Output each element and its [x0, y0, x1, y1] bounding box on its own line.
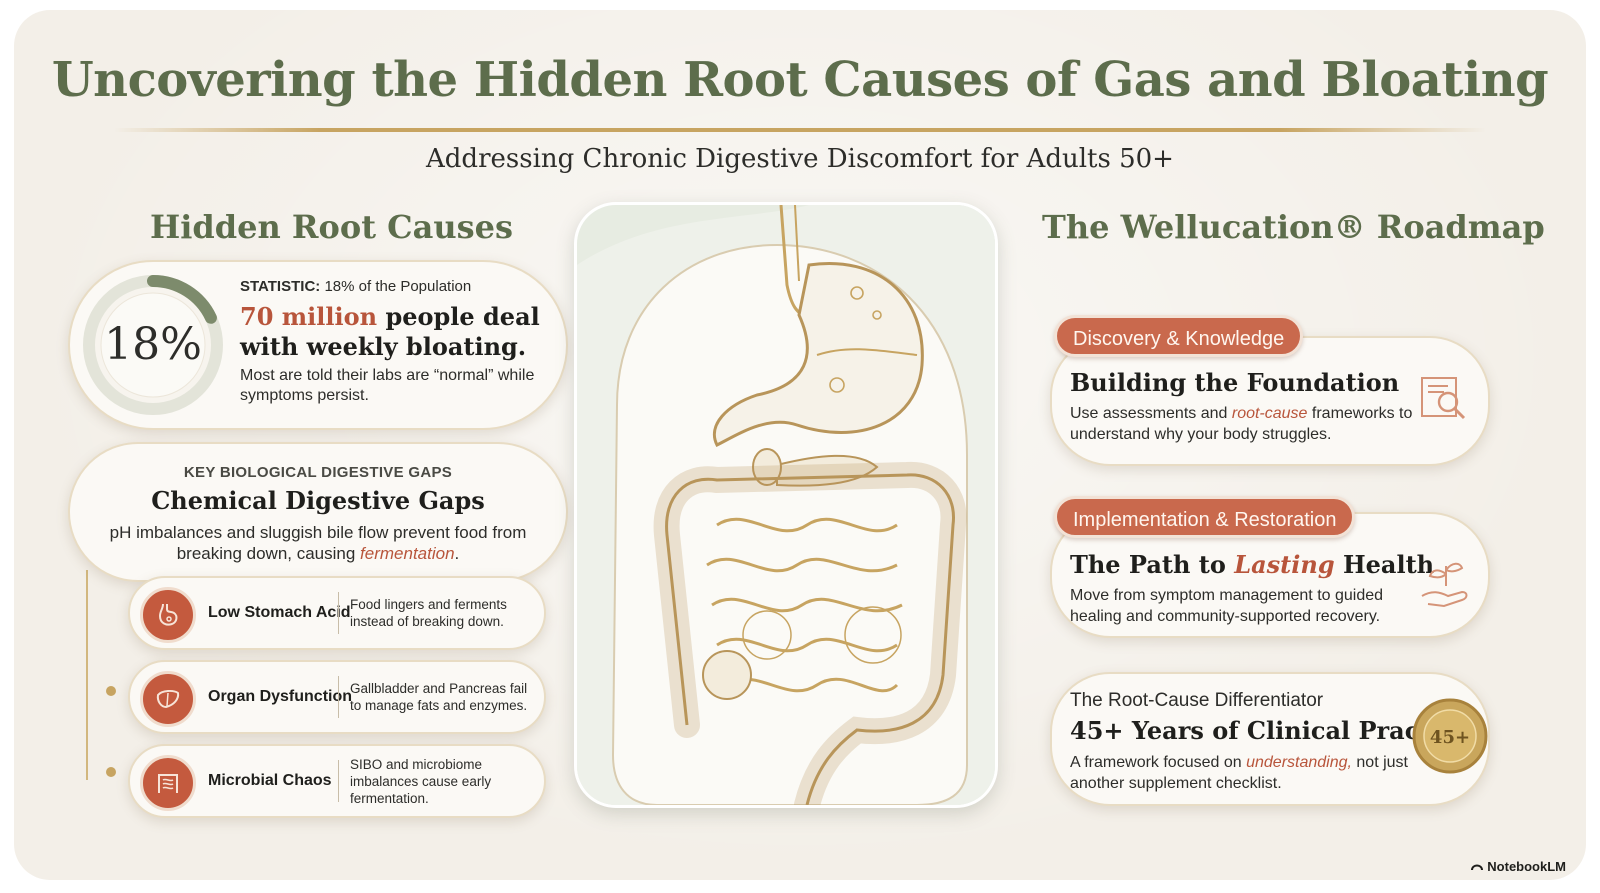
cause-name: Low Stomach Acid: [208, 604, 351, 621]
page-title: Uncovering the Hidden Root Causes of Gas…: [51, 52, 1549, 108]
chemical-gaps-card: [68, 442, 568, 582]
hidden-root-causes-heading: Hidden Root Causes: [150, 208, 513, 246]
step-tag-discovery: Discovery & Knowledge: [1054, 315, 1304, 357]
step-body-end: frameworks to understand why your body s…: [1070, 405, 1413, 443]
gaps-title: Chemical Digestive Gaps: [151, 486, 485, 515]
stat-body: Most are told their labs are “normal” wh…: [240, 367, 535, 404]
gold-seal-icon: 45+: [1412, 698, 1488, 774]
differentiator-body-start: A framework focused on: [1070, 754, 1247, 771]
stomach-icon: [140, 587, 196, 643]
step-title-emphasis: Lasting: [1234, 550, 1335, 579]
gaps-body-start: pH imbalances and sluggish bile flow pre…: [109, 523, 527, 563]
step-title-end: Health: [1334, 550, 1435, 579]
stat-label: STATISTIC: 18% of the Population: [240, 278, 471, 295]
step-title-start: The Path to: [1070, 550, 1235, 579]
stat-headline: 70 million people deal with weekly bloat…: [240, 302, 570, 362]
cause-description: SIBO and microbiome imbalances cause ear…: [350, 756, 492, 806]
cause-description: Food lingers and ferments instead of bre…: [350, 597, 507, 629]
step-title-discovery: Building the Foundation: [1070, 368, 1400, 397]
cause-name: Microbial Chaos: [208, 772, 332, 789]
seal-text: 45+: [1430, 727, 1470, 748]
stat-label-text: 18% of the Population: [324, 278, 472, 295]
differentiator-body-end: not just another supplement checklist.: [1070, 754, 1408, 792]
roadmap-heading: The Wellucation® Roadmap: [1042, 208, 1545, 246]
cause-card-organ-dysfunction: Organ Dysfunction Gallbladder and Pancre…: [128, 660, 546, 734]
notebooklm-brand: NotebookLM: [1471, 859, 1566, 874]
step-body-emphasis: root-cause: [1231, 405, 1308, 422]
step-body-discovery: Use assessments and root-cause framework…: [1070, 403, 1420, 445]
intestine-icon: [140, 755, 196, 811]
connector-dot: [106, 686, 116, 696]
progress-ring: [83, 275, 223, 415]
page-subtitle: Addressing Chronic Digestive Discomfort …: [426, 144, 1174, 174]
liver-icon: [140, 671, 196, 727]
stat-label-prefix: STATISTIC:: [240, 278, 321, 295]
gaps-body: pH imbalances and sluggish bile flow pre…: [98, 522, 538, 564]
step-body-implementation: Move from symptom management to guided h…: [1070, 587, 1384, 625]
gaps-body-emphasis: fermentation: [360, 544, 455, 563]
cause-divider: [338, 760, 339, 802]
infographic-canvas: Uncovering the Hidden Root Causes of Gas…: [14, 10, 1586, 880]
stat-percentage: 18%: [104, 319, 202, 370]
cause-name: Organ Dysfunction: [208, 688, 353, 705]
magnifier-document-icon: [1421, 377, 1466, 420]
digestive-system-illustration: [574, 202, 998, 808]
connector-line: [86, 570, 88, 780]
cause-description: Gallbladder and Pancreas fail to manage …: [350, 681, 528, 713]
notebooklm-logo-icon: [1471, 859, 1484, 874]
differentiator-title: 45+ Years of Clinical Practice: [1070, 716, 1470, 745]
statistic-card: 18%: [68, 260, 568, 430]
cause-card-microbial-chaos: Microbial Chaos SIBO and microbiome imba…: [128, 744, 546, 818]
cause-card-low-stomach-acid: Low Stomach Acid Food lingers and fermen…: [128, 576, 546, 650]
differentiator-body-emphasis: understanding,: [1246, 754, 1352, 771]
stat-headline-highlight: 70 million: [240, 302, 378, 331]
step-tag-implementation: Implementation & Restoration: [1054, 496, 1356, 538]
roadmap-step-discovery: [1050, 336, 1490, 466]
step-body-start: Use assessments and: [1070, 405, 1232, 422]
cause-divider: [338, 592, 339, 634]
hand-plant-icon: [1421, 562, 1468, 608]
brand-label: NotebookLM: [1487, 859, 1566, 874]
gaps-body-end: .: [454, 544, 460, 563]
differentiator-kicker: The Root-Cause Differentiator: [1070, 690, 1324, 711]
differentiator-body: A framework focused on understanding, no…: [1070, 752, 1420, 794]
stat-headline-rest: people deal with weekly bloating.: [240, 302, 540, 361]
title-divider: [114, 128, 1486, 132]
gaps-kicker: KEY BIOLOGICAL DIGESTIVE GAPS: [183, 464, 453, 481]
step-title-implementation: The Path to Lasting Health: [1070, 550, 1434, 579]
cause-divider: [338, 676, 339, 718]
connector-dot: [106, 767, 116, 777]
